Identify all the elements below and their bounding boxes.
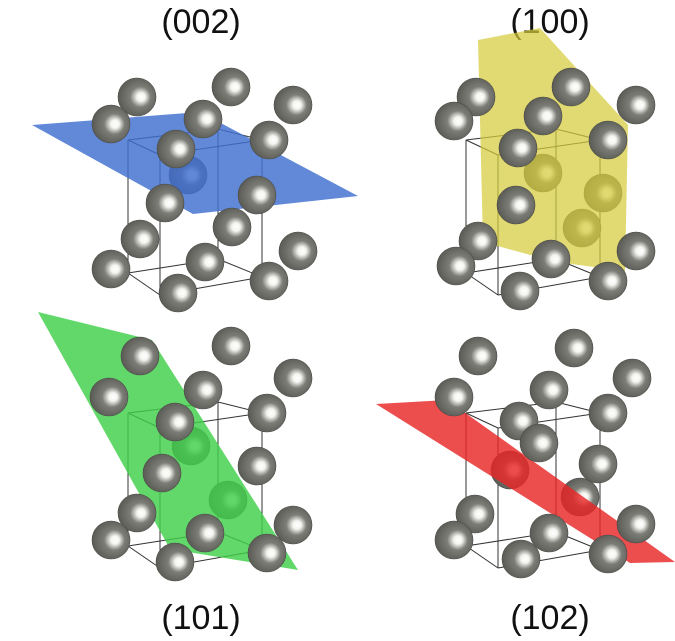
atom xyxy=(496,185,536,225)
atom xyxy=(89,377,129,417)
atom xyxy=(523,96,563,136)
atom xyxy=(616,85,656,125)
atom xyxy=(120,219,160,259)
atom xyxy=(212,207,252,247)
atom xyxy=(500,271,540,311)
atom xyxy=(155,542,195,582)
atom xyxy=(117,493,157,533)
atom xyxy=(588,534,628,574)
atom xyxy=(278,231,318,271)
atom xyxy=(183,370,223,410)
atom xyxy=(554,328,594,368)
atom xyxy=(237,175,277,215)
atom xyxy=(458,336,498,376)
atom xyxy=(529,370,569,410)
atom xyxy=(531,239,571,279)
atom xyxy=(519,423,559,463)
atom xyxy=(158,273,198,313)
atom xyxy=(91,104,131,144)
atom xyxy=(155,402,195,442)
plane-label-101: (101) xyxy=(161,599,241,637)
atom xyxy=(551,67,591,107)
atom xyxy=(588,393,628,433)
atom xyxy=(273,358,313,398)
atom xyxy=(612,358,652,398)
atom xyxy=(249,120,289,160)
crystal-002-diagram xyxy=(32,67,358,313)
atom xyxy=(273,85,313,125)
atom xyxy=(247,533,287,573)
atom xyxy=(616,231,656,271)
atom xyxy=(578,444,618,484)
atom xyxy=(434,377,474,417)
atom xyxy=(185,242,225,282)
atom xyxy=(501,539,541,579)
atom xyxy=(249,261,289,301)
crystal-102-diagram xyxy=(376,328,675,579)
atom xyxy=(145,183,185,223)
atom xyxy=(247,393,287,433)
atom xyxy=(156,129,196,169)
crystal-100-diagram xyxy=(434,28,656,311)
atom xyxy=(142,453,182,493)
lattice-plane xyxy=(38,312,298,570)
atom xyxy=(436,246,476,286)
atom xyxy=(588,261,628,301)
atom xyxy=(273,505,313,545)
atom xyxy=(498,128,538,168)
atom xyxy=(588,120,628,160)
atom xyxy=(455,494,495,534)
atom xyxy=(211,67,251,107)
atom xyxy=(185,513,225,553)
atom xyxy=(529,513,569,553)
atom xyxy=(91,520,131,560)
atom xyxy=(434,101,474,141)
plane-label-002: (002) xyxy=(161,3,241,41)
plane-label-102: (102) xyxy=(510,599,590,637)
atom xyxy=(183,99,223,139)
atom xyxy=(117,77,157,117)
atom xyxy=(120,336,160,376)
atom xyxy=(211,326,251,366)
atom xyxy=(237,446,277,486)
atom xyxy=(434,520,474,560)
crystal-101-diagram xyxy=(38,312,313,582)
atom xyxy=(91,249,131,289)
atom xyxy=(458,221,498,261)
lattice-plane xyxy=(376,400,675,563)
atom xyxy=(616,504,656,544)
plane-label-100: (100) xyxy=(510,3,590,41)
